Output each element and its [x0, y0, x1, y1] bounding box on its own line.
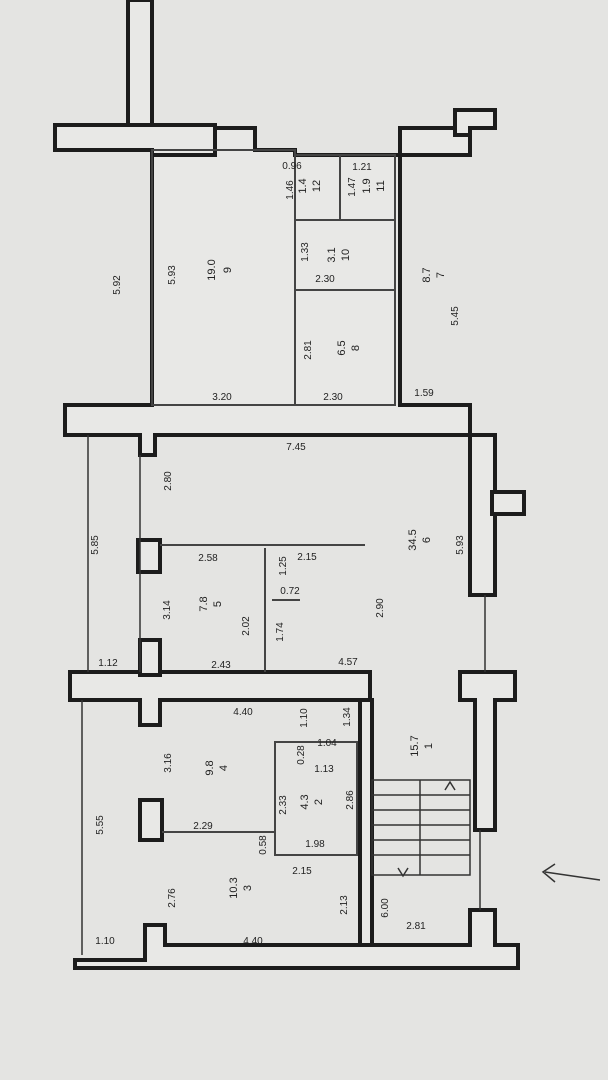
svg-text:10.3: 10.3	[228, 877, 240, 898]
svg-text:6.5: 6.5	[336, 340, 348, 355]
dimension: 1.10	[95, 936, 115, 947]
dimension: 1.46	[285, 180, 296, 200]
svg-text:7: 7	[435, 272, 447, 278]
svg-text:2: 2	[313, 799, 325, 805]
dimension: 2.15	[297, 552, 317, 563]
svg-text:10: 10	[340, 249, 352, 261]
dimension: 5.85	[90, 535, 101, 555]
svg-text:5: 5	[212, 601, 224, 607]
svg-text:1.9: 1.9	[361, 178, 373, 193]
svg-text:9.8: 9.8	[204, 760, 216, 775]
dimension: 3.20	[212, 392, 232, 403]
svg-text:12: 12	[311, 180, 323, 192]
svg-text:34.5: 34.5	[407, 529, 419, 550]
dimension: 1.34	[342, 707, 353, 727]
dimension: 2.30	[323, 392, 343, 403]
svg-text:9: 9	[222, 267, 234, 273]
dimension: 2.76	[167, 888, 178, 908]
dimension: 2.58	[198, 553, 218, 564]
dimension: 2.13	[339, 895, 350, 915]
dimension: 2.33	[278, 795, 289, 815]
dimension: 1.47	[347, 177, 358, 197]
dimension: 5.92	[112, 275, 123, 295]
svg-text:7.8: 7.8	[198, 596, 210, 611]
svg-text:15.7: 15.7	[409, 735, 421, 756]
dimension: 2.30	[315, 274, 335, 285]
staircase	[371, 779, 471, 878]
dimension: 3.16	[163, 753, 174, 773]
dimension: 6.00	[380, 898, 391, 918]
dimension: 1.59	[414, 388, 434, 399]
dimension: 4.40	[233, 707, 253, 718]
dimension: 1.13	[314, 764, 334, 775]
dimension: 2.80	[163, 471, 174, 491]
dimension: 2.81	[303, 340, 314, 360]
svg-text:4.3: 4.3	[299, 794, 311, 809]
dimension: 0.72	[280, 586, 300, 597]
dimension: 7.45	[286, 442, 306, 453]
dimension: 1.25	[278, 556, 289, 576]
dimension: 0.58	[258, 835, 269, 855]
dimension: 5.55	[95, 815, 106, 835]
svg-text:6: 6	[421, 537, 433, 543]
dimension: 1.04	[317, 738, 337, 749]
dimension: 1.74	[275, 622, 286, 642]
dimension: 1.33	[300, 242, 311, 262]
dimension: 1.21	[352, 162, 372, 173]
dimension: 3.14	[162, 600, 173, 620]
entrance-arrow-icon	[541, 863, 601, 883]
dimension: 4.57	[338, 657, 358, 668]
dimension-labels: 5.92 5.93 0.96 1.21 1.46 1.47 1.33 2.30 …	[90, 161, 466, 947]
dimension: 5.93	[455, 535, 466, 555]
svg-text:4: 4	[218, 765, 230, 771]
dimension: 0.28	[296, 745, 307, 765]
dimension: 2.86	[345, 790, 356, 810]
svg-text:1: 1	[423, 743, 435, 749]
dimension: 5.45	[450, 306, 461, 326]
dimension: 4.40	[243, 936, 263, 947]
stair-down-arrow-icon	[397, 867, 409, 878]
dimension: 1.12	[98, 658, 118, 669]
dimension: 2.81	[406, 921, 426, 932]
dimension: 2.90	[375, 598, 386, 618]
dimension: 1.10	[299, 708, 310, 728]
stair-up-arrow-icon	[444, 780, 456, 791]
walls	[53, 0, 526, 970]
svg-text:11: 11	[375, 180, 387, 191]
dimension: 5.93	[167, 265, 178, 285]
partitions	[81, 149, 486, 955]
dimension: 0.96	[282, 161, 302, 172]
svg-text:3.1: 3.1	[326, 247, 338, 262]
dimension: 1.98	[305, 839, 325, 850]
svg-text:1.4: 1.4	[297, 178, 309, 193]
svg-text:3: 3	[242, 885, 254, 891]
dimension: 2.43	[211, 660, 231, 671]
dimension: 2.02	[241, 616, 252, 636]
dimension: 2.29	[193, 821, 213, 832]
svg-text:8: 8	[350, 345, 362, 351]
dimension: 2.15	[292, 866, 312, 877]
svg-text:8.7: 8.7	[421, 267, 433, 282]
svg-text:19.0: 19.0	[206, 259, 218, 280]
